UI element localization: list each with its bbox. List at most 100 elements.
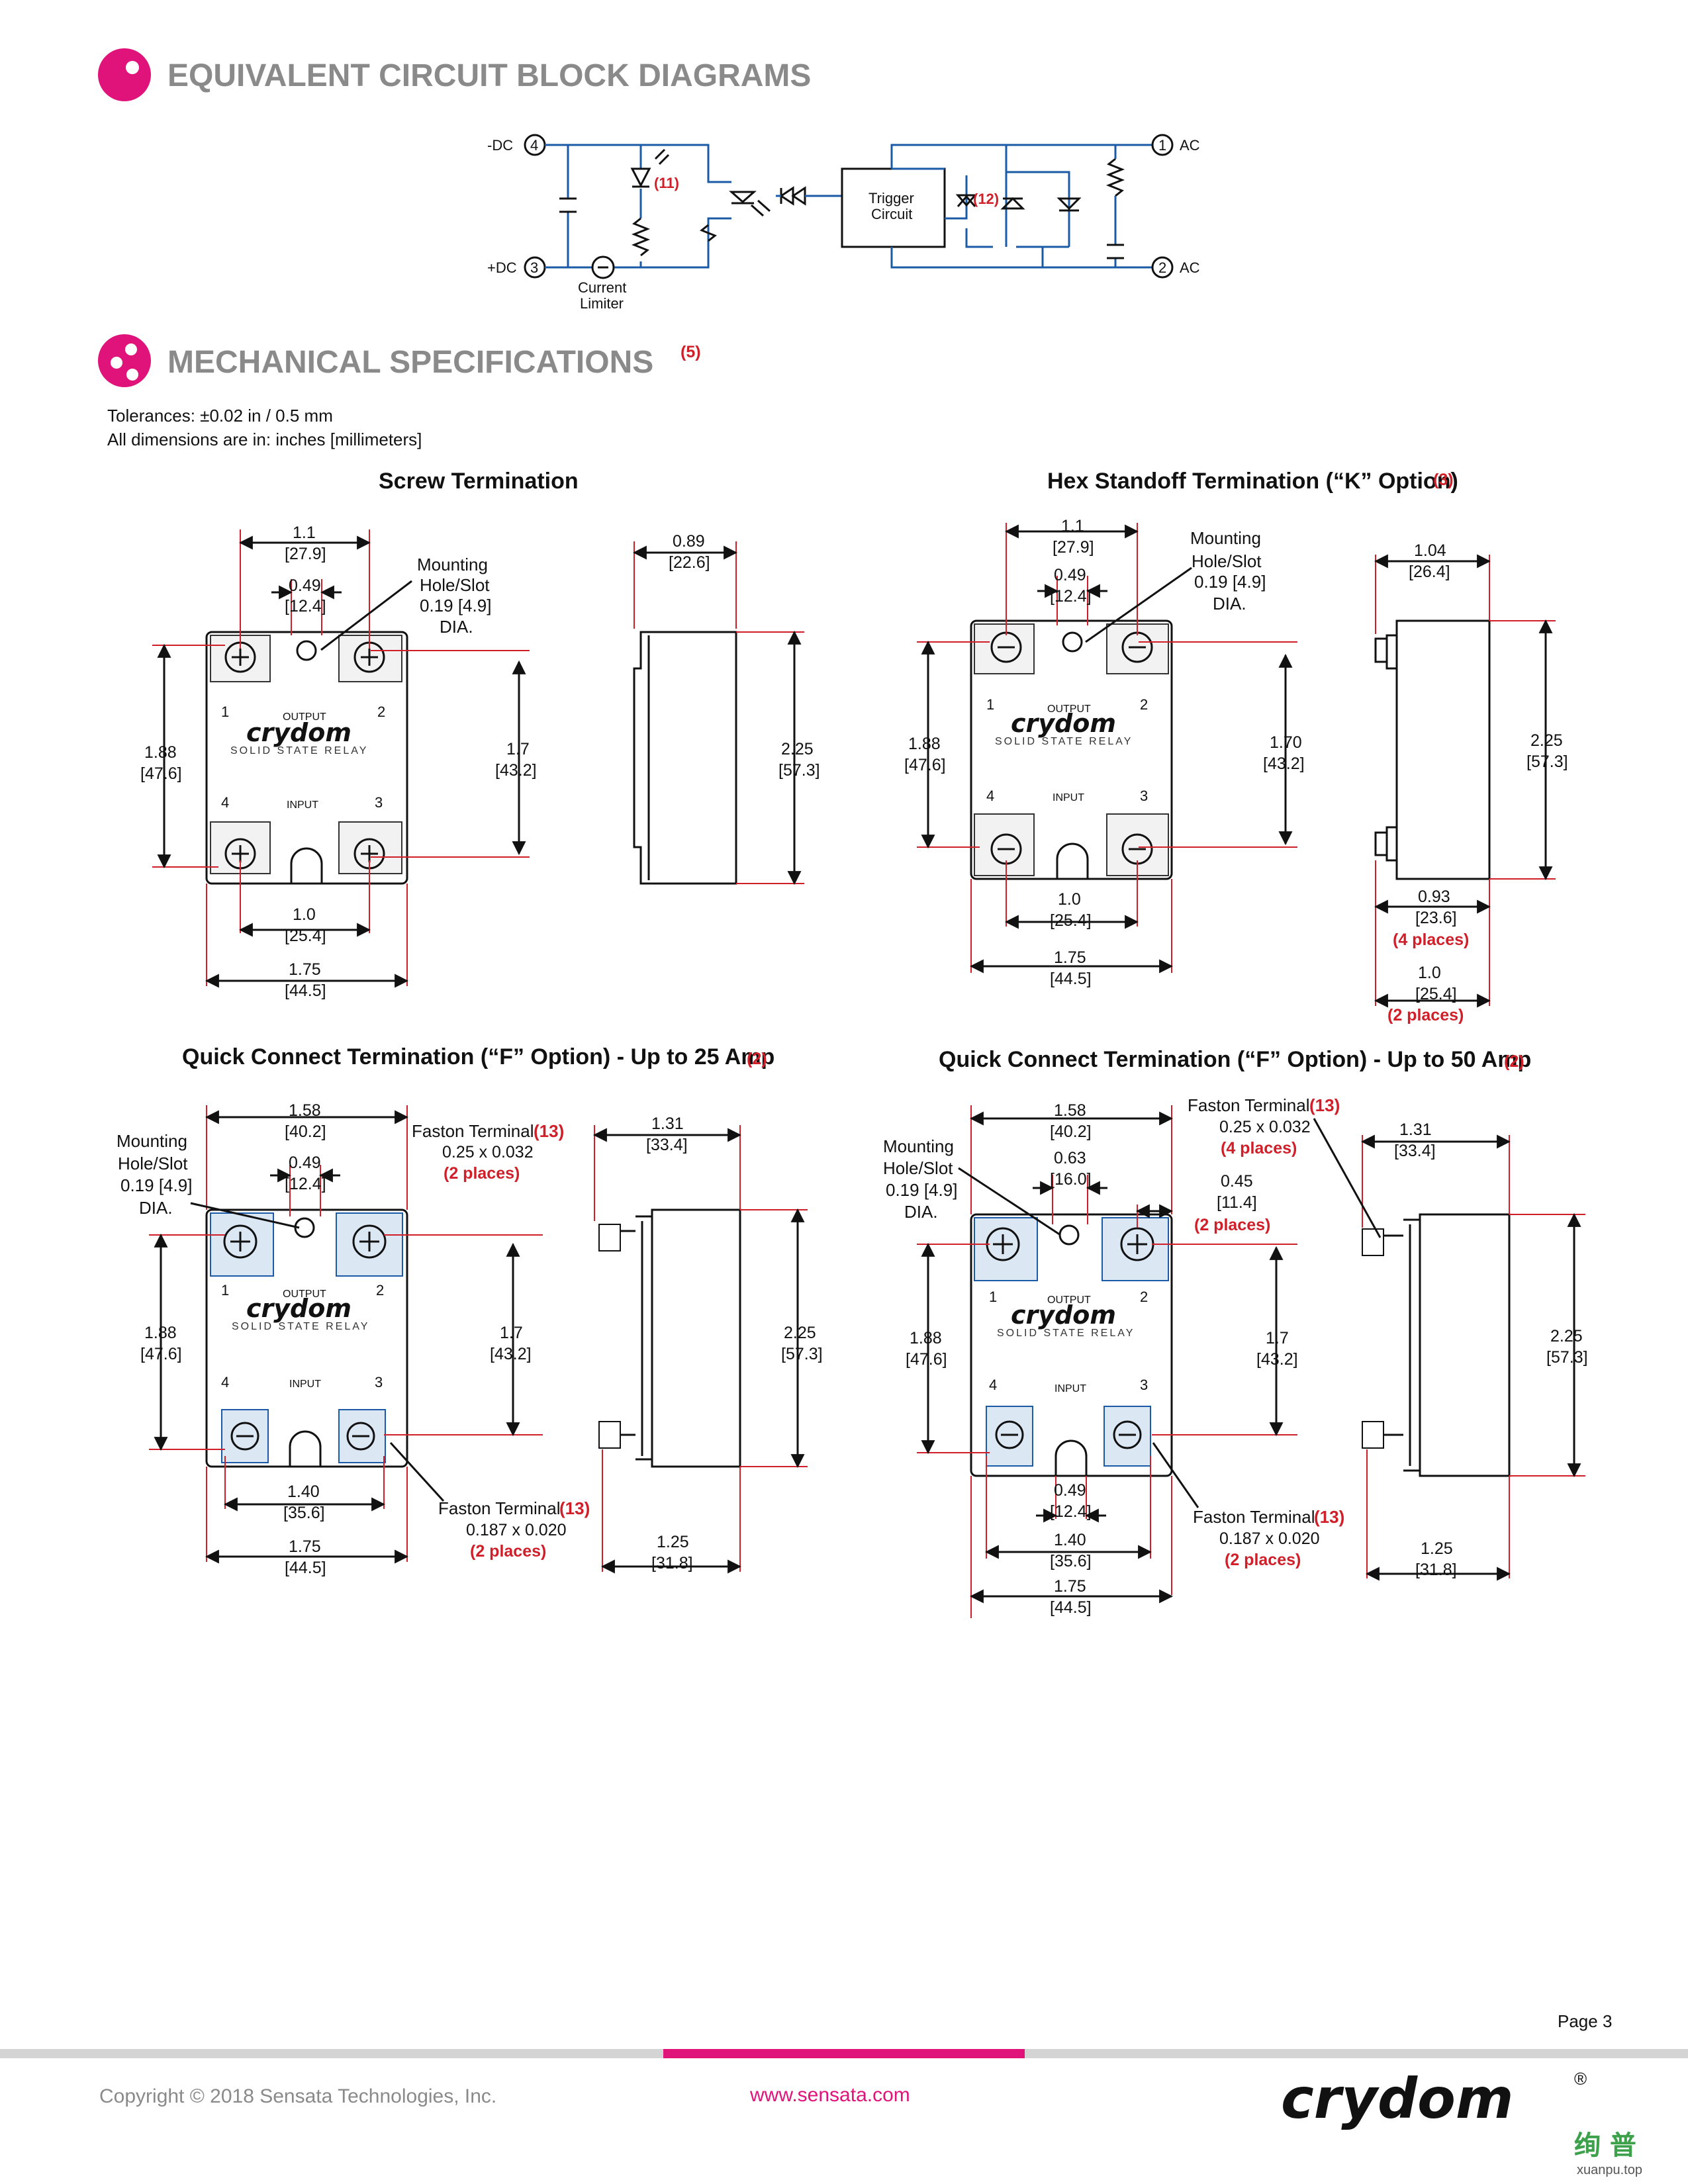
dim-height-mid-mm: [43.2]: [1256, 1350, 1298, 1369]
screw-icon: [1113, 1420, 1142, 1449]
dim-hole-mm: [12.4]: [285, 1175, 326, 1193]
faston-top-places: (2 places): [444, 1164, 520, 1183]
terminal-3-label: 3: [1140, 1377, 1148, 1393]
dim-width-top: 1.1: [293, 523, 316, 542]
relay-side-view: [633, 631, 737, 885]
mounting-slot: [1055, 1439, 1088, 1476]
mech-section-header: MECHANICAL SPECIFICATIONS (5): [98, 334, 701, 387]
input-label: INPUT: [1053, 792, 1084, 803]
relay-brand-logo: crydom: [1011, 1300, 1116, 1330]
relay-brand-logo: crydom: [246, 1294, 352, 1323]
screw-icon: [223, 1224, 258, 1259]
dim-hole: 0.63: [1054, 1149, 1086, 1167]
dim-hole: 0.49: [289, 576, 321, 595]
relay-subtitle: SOLID STATE RELAY: [232, 1321, 369, 1332]
led-icon: [729, 191, 757, 205]
dim-width-bottom-mm: [35.6]: [283, 1504, 325, 1522]
dim-offset: 0.45: [1221, 1172, 1253, 1191]
trigger-label-1: Trigger: [868, 190, 914, 206]
faston-bottom-places: (2 places): [470, 1542, 546, 1561]
screw-icon: [995, 1420, 1024, 1449]
scr-2-icon: [1056, 197, 1082, 212]
relay-brand-logo: crydom: [246, 718, 352, 747]
mech-title-note: (5): [680, 343, 701, 361]
mounting-label-1: Mounting: [883, 1136, 954, 1156]
dim-height-right: 2.25: [1550, 1327, 1583, 1345]
dim-width-bottom-mm: [25.4]: [285, 927, 326, 945]
dim-height-left-mm: [47.6]: [140, 764, 182, 783]
relay-subtitle: SOLID STATE RELAY: [230, 745, 368, 756]
dim-height-mid: 1.7: [1266, 1329, 1289, 1347]
dim-height-left-mm: [47.6]: [904, 756, 946, 774]
dim-width-full: 1.75: [1054, 1577, 1086, 1596]
dim-width-full-mm: [44.5]: [285, 1559, 326, 1577]
terminal-4-label: 4: [986, 788, 994, 804]
quick-connect-25a-drawing: Quick Connect Termination (“F” Option) -…: [117, 1044, 823, 1577]
dim-depth-mm: [22.6]: [669, 553, 710, 572]
dim-offset-mm: [11.4]: [1217, 1193, 1257, 1212]
dim-width-top: 1.1: [1061, 517, 1084, 535]
dim-depth-2: 1.25: [1421, 1539, 1453, 1558]
zener-diode-icon: [630, 167, 651, 188]
pin-2-circle: [1151, 256, 1174, 279]
circuit-section-header: EQUIVALENT CIRCUIT BLOCK DIAGRAMS: [98, 48, 811, 101]
mounting-label-3: 0.19 [4.9]: [420, 596, 491, 615]
dim-slot-mm: [12.4]: [1050, 1502, 1092, 1521]
mounting-hole: [296, 640, 317, 661]
mounting-label-4: DIA.: [904, 1202, 938, 1222]
terminal-2-label: 2: [1140, 1289, 1148, 1305]
qc25-heading: Quick Connect Termination (“F” Option) -…: [182, 1044, 774, 1069]
qc25-heading-note: (2): [747, 1050, 767, 1068]
pin-2-label: 2: [1158, 259, 1166, 276]
mounting-label-1: Mounting: [117, 1131, 187, 1151]
terminal-2-label: 2: [1140, 696, 1148, 713]
dim-depth-mm: [26.4]: [1409, 563, 1450, 581]
watermark-url: xuanpu.top: [1577, 2163, 1642, 2177]
dim-height-mid-mm: [43.2]: [1263, 754, 1305, 773]
tvs-diode-icon: [955, 194, 978, 207]
dim-height-left-mm: [47.6]: [140, 1345, 182, 1363]
mounting-slot: [289, 1430, 322, 1467]
screw-icon: [352, 1224, 387, 1259]
faston-bottom-label: Faston Terminal: [438, 1498, 561, 1518]
terminal-2-label: 2: [377, 704, 385, 720]
ac-2-label: AC: [1180, 259, 1200, 276]
terminal-1-label: 1: [989, 1289, 997, 1305]
terminal-3-label: 3: [375, 794, 383, 811]
terminal-1-label: 1: [221, 704, 229, 720]
dim-height-right: 2.25: [1530, 731, 1563, 750]
pin-4-label: 4: [530, 137, 538, 154]
section-bullet-icon: [98, 334, 151, 387]
dim-hole: 0.49: [289, 1154, 321, 1172]
screw-icon: [230, 1422, 259, 1451]
mounting-label-4: DIA.: [139, 1198, 173, 1218]
faston-top-note: (13): [534, 1121, 564, 1141]
dim-width-full-mm: [44.5]: [1050, 1598, 1092, 1617]
dim-standoff-1: 0.93: [1418, 887, 1450, 906]
dim-width-bottom: 1.0: [293, 905, 316, 924]
dim-depth-2-mm: [31.8]: [651, 1554, 693, 1572]
faston-top-size: 0.25 x 0.032: [442, 1143, 534, 1161]
mech-title: MECHANICAL SPECIFICATIONS: [167, 345, 653, 380]
dim-depth-2: 1.25: [657, 1533, 689, 1551]
input-label: INPUT: [289, 1379, 321, 1390]
terminal-3-label: 3: [375, 1374, 383, 1390]
mounting-label-3: 0.19 [4.9]: [1194, 572, 1266, 592]
dim-width-top: 1.58: [1054, 1101, 1086, 1120]
dim-height-left: 1.88: [144, 743, 177, 762]
dim-width-bottom-mm: [35.6]: [1050, 1552, 1092, 1570]
terminal-2-label: 2: [376, 1282, 384, 1298]
equivalent-circuit-diagram: -DC 4 +DC 3 (11) Current Limiter Trigger…: [487, 134, 1200, 312]
mounting-label-2: Hole/Slot: [883, 1158, 953, 1178]
pin-3-label: 3: [530, 259, 538, 276]
mounting-label-3: 0.19 [4.9]: [120, 1175, 192, 1195]
dim-hole-mm: [16.0]: [1050, 1170, 1092, 1189]
input-label: INPUT: [1055, 1383, 1086, 1394]
phototriac-icon: [779, 186, 806, 206]
faston-bottom-places: (2 places): [1225, 1551, 1301, 1569]
mounting-label-1: Mounting: [417, 555, 488, 574]
mounting-label-2: Hole/Slot: [118, 1154, 188, 1173]
trigger-label-2: Circuit: [871, 206, 912, 222]
website-link[interactable]: www.sensata.com: [749, 2084, 910, 2106]
